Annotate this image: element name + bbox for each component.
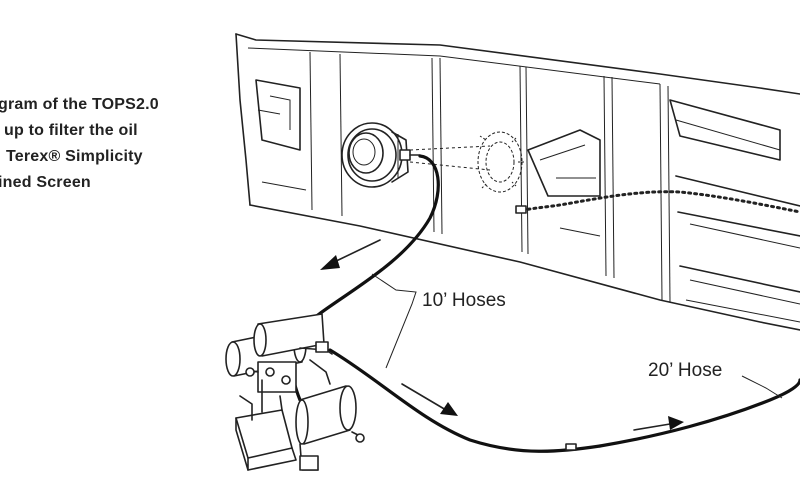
hose-return-10ft <box>328 348 602 453</box>
vibrating-screen-housing <box>235 33 800 331</box>
label-20ft-hose: 20’ Hose <box>648 360 722 381</box>
caption-line-1: gram of the TOPS2.0 <box>0 96 159 113</box>
caption-line-3: Terex® Simplicity <box>6 148 143 165</box>
hose-coupling <box>515 205 527 214</box>
diagram-caption: gram of the TOPS2.0 up to filter the oil… <box>0 92 159 196</box>
caption-line-4: ined Screen <box>0 174 91 191</box>
leader-20ft-hose <box>741 375 783 399</box>
gear-cap-exploded <box>409 131 524 193</box>
flow-arrow-down-right <box>401 383 458 416</box>
filter-port-assembly <box>341 122 421 188</box>
flow-arrow-right <box>633 416 684 431</box>
hose-return-20ft <box>598 378 800 448</box>
caption-line-2: up to filter the oil <box>4 122 138 139</box>
tops-filter-cart <box>225 313 365 471</box>
label-10ft-hoses: 10’ Hoses <box>422 290 506 311</box>
hose-splice <box>565 443 577 451</box>
flow-arrow-up-left <box>320 239 381 270</box>
leader-10ft-hoses <box>371 273 417 369</box>
dotted-return-line <box>520 190 800 214</box>
